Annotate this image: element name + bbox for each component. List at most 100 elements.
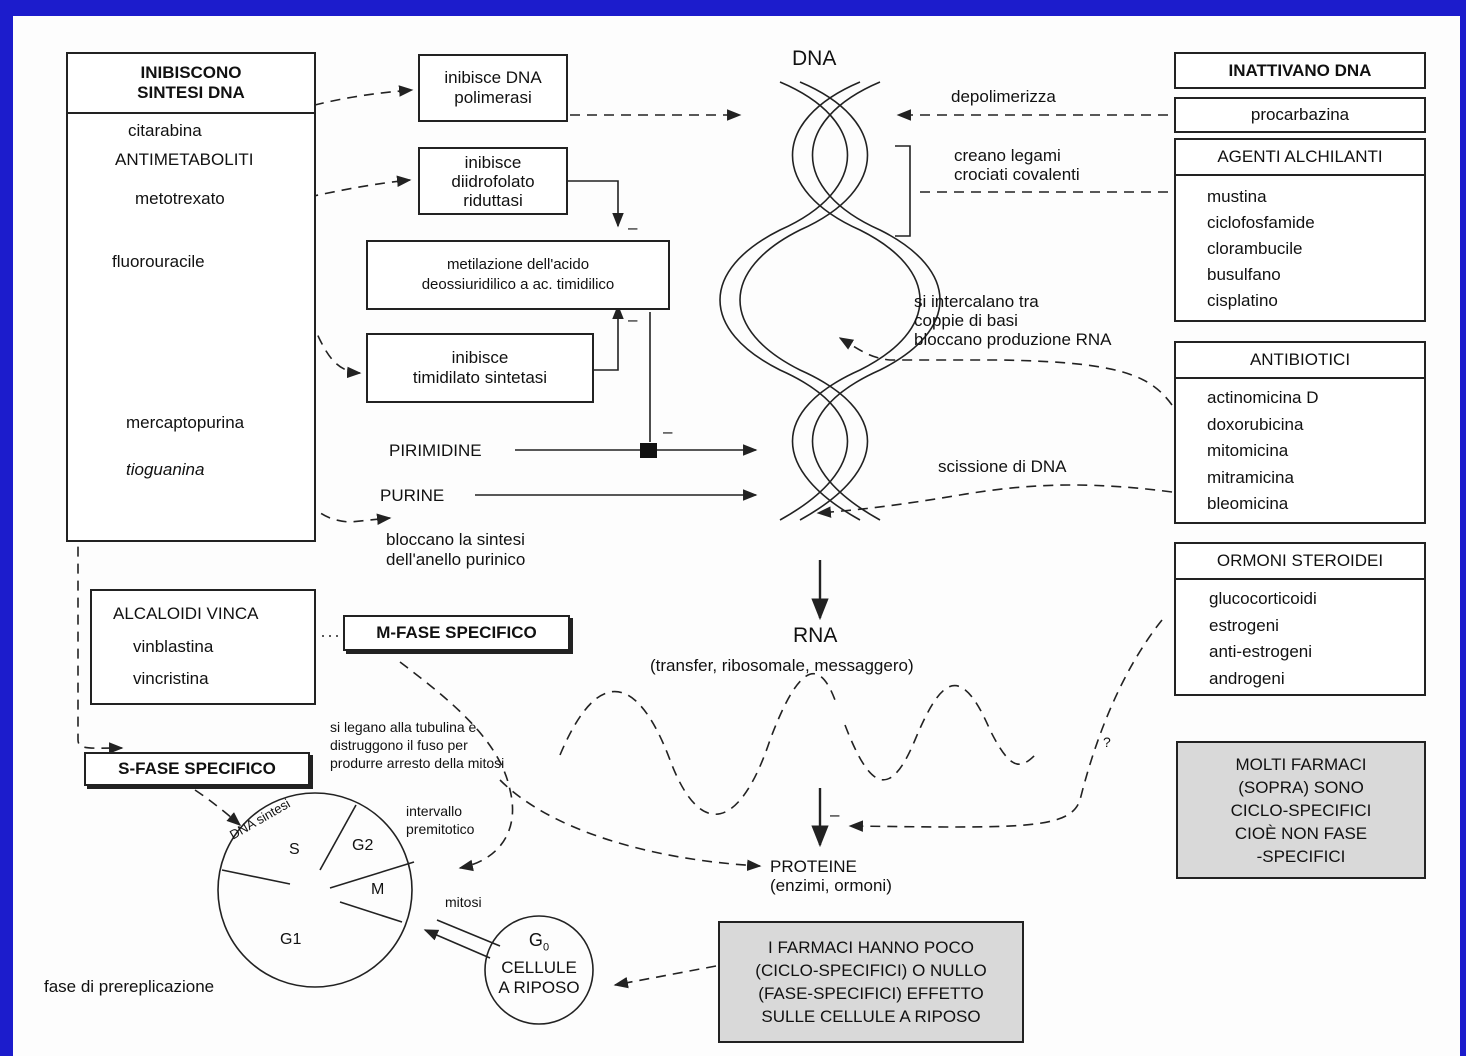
box-dna-polimerasi: inibisce DNA polimerasi (418, 54, 568, 122)
creano-line-1: creano legami (954, 146, 1061, 165)
arrow-mitosi-2 (423, 929, 491, 959)
box-diidrofolato: inibisce diidrofolato riduttasi (418, 147, 568, 215)
box-procarbazina: procarbazina (1174, 97, 1426, 133)
mitosi-label: mitosi (445, 894, 482, 910)
box-antibiotici: ANTIBIOTICI actinomicina D doxorubicina … (1174, 341, 1426, 524)
dna-label: DNA (792, 47, 837, 70)
proteine-subtitle: (enzimi, ormoni) (770, 876, 892, 895)
intervallo-line-2: premitotico (406, 821, 475, 837)
inibiscono-title-2: SINTESI DNA (137, 83, 245, 102)
inattivano-title: INATTIVANO DNA (1228, 60, 1372, 80)
phase-g2: G2 (352, 837, 374, 854)
drug-fluorouracile: fluorouracile (112, 252, 205, 271)
rna-label: RNA (793, 624, 838, 647)
ormoni-title: ORMONI STEROIDEI (1216, 551, 1384, 570)
tubulina-line-3: produrre arresto della mitosi (330, 755, 505, 771)
drug-cisplatino: cisplatino (1207, 291, 1278, 310)
ormoni-list: glucocorticoidi estrogeni anti-estrogeni… (1176, 580, 1424, 692)
drug-vincristina: vincristina (133, 669, 209, 688)
molti-line-3: CICLO-SPECIFICI (1230, 800, 1372, 820)
timid-line-2: timidilato sintetasi (412, 368, 548, 387)
drug-doxorubicina: doxorubicina (1207, 414, 1304, 434)
g0-subscript: 0 (542, 941, 550, 954)
minus-sign-4: – (830, 805, 840, 824)
box-metilazione: metilazione dell'acido deossiuridilico a… (366, 240, 670, 310)
diidro-line-3: riduttasi (463, 190, 523, 210)
farmaci-line-2: (CICLO-SPECIFICI) O NULLO (755, 961, 987, 980)
g0-content: G0 CELLULE A RIPOSO (490, 930, 588, 998)
phase-s: S (289, 841, 300, 858)
molti-line-2: (SOPRA) SONO (1238, 777, 1364, 797)
antibiotici-header: ANTIBIOTICI (1176, 343, 1424, 379)
question-mark: ? (1103, 734, 1111, 750)
drug-tioguanina: tioguanina (126, 460, 205, 479)
inibiscono-header: INIBISCONO SINTESI DNA (68, 54, 314, 114)
crosslink-bracket (895, 145, 911, 237)
proteine-label: PROTEINE (770, 857, 857, 876)
dna-pol-line-2: polimerasi (454, 88, 532, 107)
drug-ciclofosfamide: ciclofosfamide (1207, 213, 1315, 232)
dash-s-fase-cycle (194, 789, 242, 826)
tubulina-line-2: distruggono il fuso per (330, 737, 468, 753)
drug-vinblastina: vinblastina (133, 637, 214, 656)
box-farmaci-riposo: I FARMACI HANNO POCO (CICLO-SPECIFICI) O… (718, 921, 1024, 1043)
creano-line-2: crociati covalenti (954, 165, 1080, 184)
g0-circle (484, 915, 594, 1025)
diidro-line-2: diidrofolato (451, 171, 535, 191)
bloccano-line-1: bloccano la sintesi (386, 530, 525, 549)
minus-sign-1: – (628, 218, 638, 237)
drug-procarbazina: procarbazina (1250, 105, 1350, 124)
s-fase-label: S-FASE SPECIFICO (118, 759, 276, 778)
pirimidine-label: PIRIMIDINE (389, 441, 482, 460)
inhibition-node (640, 443, 657, 458)
metil-line-2: deossiuridilico a ac. timidilico (421, 276, 615, 293)
antibiotici-list: actinomicina D doxorubicina mitomicina m… (1176, 379, 1424, 518)
scissione-label: scissione di DNA (938, 457, 1067, 476)
cellule-line-1: CELLULE (501, 957, 577, 977)
minus-sign-3: – (663, 422, 673, 441)
drug-clorambucile: clorambucile (1207, 239, 1303, 258)
alchilanti-header: AGENTI ALCHILANTI (1176, 140, 1424, 176)
rna-subtitle: (transfer, ribosomale, messaggero) (650, 656, 914, 675)
dash-fluorouracile (254, 259, 362, 379)
alchilanti-list: mustina ciclofosfamide clorambucile busu… (1176, 176, 1424, 314)
inibiscono-box: INIBISCONO SINTESI DNA (66, 52, 316, 542)
inibiscono-title-1: INIBISCONO (140, 63, 242, 82)
dna-pol-line-1: inibisce DNA (444, 68, 542, 87)
metil-line-1: metilazione dell'acido (446, 256, 590, 273)
intervallo-line-1: intervallo (406, 803, 463, 819)
farmaci-line-1: I FARMACI HANNO POCO (768, 938, 974, 957)
drug-mercaptopurina: mercaptopurina (126, 413, 245, 432)
box-agenti-alchilanti: AGENTI ALCHILANTI mustina ciclofosfamide… (1174, 138, 1426, 322)
molti-line-4: CIOÈ NON FASE (1234, 823, 1368, 843)
frame-right-bar (1460, 0, 1466, 1056)
diidro-line-1: inibisce (464, 152, 522, 172)
phase-g1: G1 (280, 931, 302, 948)
drug-androgeni: androgeni (1209, 668, 1285, 688)
m-fase-label: M-FASE SPECIFICO (376, 623, 537, 642)
box-inattivano: INATTIVANO DNA (1174, 52, 1426, 89)
frame-left-bar (0, 0, 13, 1056)
box-s-fase: S-FASE SPECIFICO (84, 752, 310, 786)
arrow-timid-metil (594, 304, 624, 371)
g0-label: G0 (490, 930, 588, 958)
g0-letter: G (528, 930, 543, 950)
dash-mfase-cycle (399, 661, 514, 872)
prereplicazione-label: fase di prereplicazione (44, 977, 215, 996)
frame-top-bar (0, 0, 1466, 16)
interc-line-3: bloccano produzione RNA (914, 330, 1112, 349)
cellule-line-2: A RIPOSO (498, 977, 580, 997)
drug-mustina: mustina (1207, 187, 1267, 206)
vinca-title: ALCALOIDI VINCA (113, 604, 259, 623)
box-ormoni-steroidei: ORMONI STEROIDEI glucocorticoidi estroge… (1174, 542, 1426, 696)
box-molti-farmaci: MOLTI FARMACI (SOPRA) SONO CICLO-SPECIFI… (1176, 741, 1426, 879)
cell-cycle-circle (217, 792, 415, 988)
drug-metotrexato: metotrexato (135, 189, 225, 208)
antibiotici-title: ANTIBIOTICI (1249, 350, 1351, 369)
tubulina-line-1: si legano alla tubulina e (330, 719, 477, 735)
drug-mitomicina: mitomicina (1207, 441, 1289, 460)
depolimerizza-label: depolimerizza (951, 87, 1056, 106)
interc-line-2: coppie di basi (914, 311, 1018, 330)
drug-anti-estrogeni: anti-estrogeni (1209, 642, 1313, 661)
purine-label: PURINE (380, 486, 445, 505)
